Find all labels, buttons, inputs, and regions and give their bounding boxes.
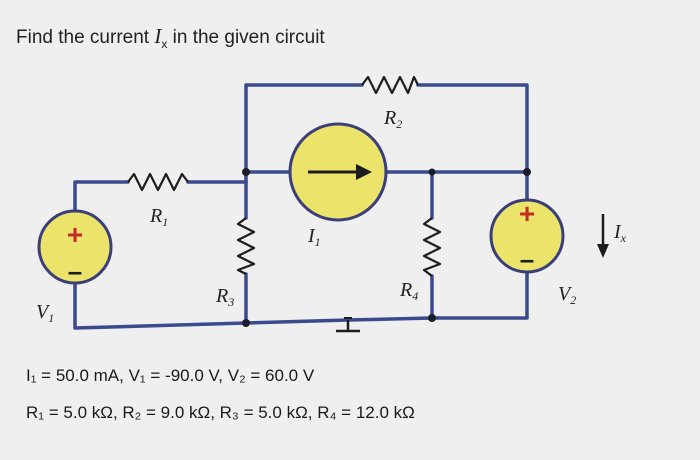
- current-source-i1: [288, 122, 388, 222]
- label-r1: R1: [149, 205, 168, 229]
- wire-v2-bottom: [430, 270, 529, 320]
- resistor-r3-zigzag: [236, 217, 256, 275]
- v1-minus-sign: –: [68, 256, 82, 286]
- ix-arrow-icon: [597, 214, 609, 258]
- resistor-r4-zigzag: [422, 217, 442, 277]
- v1-plus-sign: +: [67, 219, 83, 250]
- label-ix: Ix: [613, 221, 627, 245]
- voltage-source-v1-body: [37, 209, 113, 285]
- ground-icon: [336, 317, 360, 333]
- resistor-r1-zigzag: [127, 172, 189, 192]
- label-r3: R3: [215, 285, 234, 309]
- node-bottom-left: [242, 319, 250, 327]
- node-r4-top: [428, 168, 436, 176]
- question-prefix: Find the current: [16, 27, 155, 48]
- label-v1: V1: [36, 301, 54, 325]
- node-mid-left: [242, 168, 250, 176]
- question-var-sub: x: [161, 36, 168, 51]
- question-var: I: [154, 24, 162, 48]
- label-i1: I1: [307, 225, 321, 249]
- node-bottom-right: [428, 314, 436, 322]
- circuit-wires: [73, 83, 529, 330]
- label-r2: R2: [383, 107, 402, 131]
- question-text: Find the current Ix in the given circuit: [16, 24, 325, 51]
- given-values-line2: R₁ = 5.0 kΩ, R₂ = 9.0 kΩ, R₃ = 5.0 kΩ, R…: [26, 403, 415, 422]
- given-values-line1: I₁ = 50.0 mA, V₁ = -90.0 V, V₂ = 60.0 V: [26, 366, 315, 385]
- label-v2: V2: [558, 283, 576, 307]
- question-suffix: in the given circuit: [167, 27, 325, 48]
- arrow-right-icon: [356, 164, 372, 180]
- wire-top-loop-right: [416, 83, 529, 174]
- voltage-source-v2: + –: [489, 198, 565, 274]
- v2-plus-sign: +: [519, 198, 535, 229]
- wire-v1-to-r1: [73, 180, 130, 214]
- v2-minus-sign: –: [520, 244, 534, 274]
- node-mid-right: [523, 168, 531, 176]
- label-r4: R4: [399, 279, 418, 303]
- voltage-source-v2-body: [489, 198, 565, 274]
- voltage-source-v1: + –: [37, 209, 113, 286]
- wire-top-loop-left: [244, 83, 364, 184]
- resistor-r2-zigzag: [361, 75, 419, 95]
- wire-bottom-rail: [73, 281, 434, 330]
